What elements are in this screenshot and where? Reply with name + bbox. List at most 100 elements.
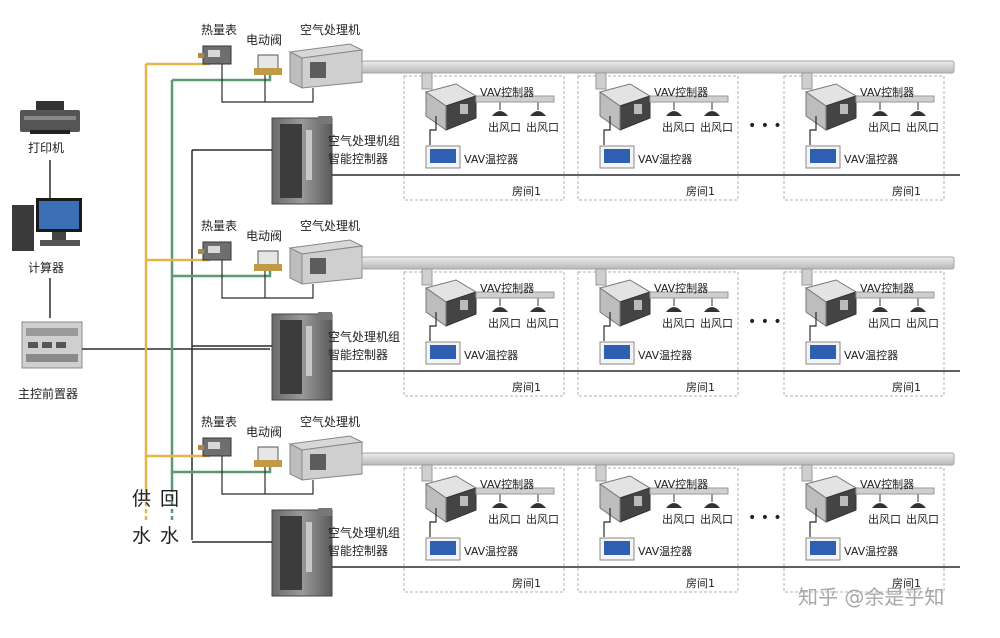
vav-room-1-3: VAV控制器出风口出风口VAV温控器房间1 — [783, 72, 945, 201]
air-outlet-icon — [872, 298, 888, 312]
heat-meter-icon — [198, 241, 232, 261]
electric-valve-label: 电动阀 — [246, 229, 282, 243]
vav-box-icon — [804, 279, 858, 327]
outlet-label: 出风口 — [662, 120, 695, 134]
vav-controller-label: VAV控制器 — [654, 477, 708, 491]
air-outlet-icon — [872, 494, 888, 508]
room-boundary — [403, 467, 565, 593]
outlet-label: 出风口 — [488, 120, 521, 134]
return-label-char2: 水 — [160, 525, 179, 547]
room-boundary — [403, 271, 565, 397]
vav-box-icon — [424, 475, 478, 523]
ahu-label: 空气处理机 — [300, 414, 360, 429]
electric-valve-label: 电动阀 — [246, 33, 282, 47]
vav-room-1-1: VAV控制器出风口出风口VAV温控器房间1 — [403, 72, 565, 201]
ahu-controller-label-line1: 空气处理机组 — [328, 525, 400, 540]
ahu-controller-label-line1: 空气处理机组 — [328, 133, 400, 148]
vav-room-1-2: VAV控制器出风口出风口VAV温控器房间1 — [577, 72, 739, 201]
heat-meter-label: 热量表 — [201, 219, 237, 233]
vav-thermostat-icon — [805, 341, 841, 365]
ahu-controller-cabinet-icon — [271, 508, 333, 597]
outlet-label: 出风口 — [868, 120, 901, 134]
vav-controller-label: VAV控制器 — [860, 281, 914, 295]
vav-controller-label: VAV控制器 — [480, 85, 534, 99]
vav-room-2-1: VAV控制器出风口出风口VAV温控器房间1 — [403, 268, 565, 397]
vav-controller-label: VAV控制器 — [860, 477, 914, 491]
vav-thermostat-icon — [425, 537, 461, 561]
computer-label: 计算器 — [28, 260, 64, 275]
vav-thermostat-icon — [805, 537, 841, 561]
main-air-duct — [361, 60, 955, 74]
air-handling-unit-icon — [288, 435, 364, 481]
vav-room-3-1: VAV控制器出风口出风口VAV温控器房间1 — [403, 464, 565, 593]
air-outlet-icon — [530, 494, 546, 508]
vav-room-3-3: VAV控制器出风口出风口VAV温控器房间1 — [783, 464, 945, 593]
control-wire — [221, 260, 314, 299]
vav-box-icon — [424, 83, 478, 131]
room-boundary — [783, 271, 945, 397]
room-boundary — [403, 75, 565, 201]
room-label: 房间1 — [686, 577, 715, 590]
room-label: 房间1 — [892, 381, 921, 394]
vav-thermostat-label: VAV温控器 — [844, 544, 898, 558]
vav-thermostat-icon — [599, 537, 635, 561]
room-boundary — [577, 271, 739, 397]
control-wire — [221, 456, 314, 495]
main-air-duct — [361, 452, 955, 466]
air-handling-unit-icon — [288, 43, 364, 89]
air-outlet-icon — [910, 494, 926, 508]
thermostat-wire — [429, 508, 437, 537]
vav-box-icon — [598, 279, 652, 327]
outlet-label: 出风口 — [662, 512, 695, 526]
vav-thermostat-label: VAV温控器 — [638, 348, 692, 362]
heat-meter-icon — [198, 45, 232, 65]
more-rooms-ellipsis: • • • — [748, 510, 782, 526]
air-outlet-icon — [530, 102, 546, 116]
vav-thermostat-icon — [599, 341, 635, 365]
ahu-label: 空气处理机 — [300, 22, 360, 37]
vav-thermostat-label: VAV温控器 — [844, 348, 898, 362]
outlet-label: 出风口 — [700, 512, 733, 526]
room-boundary — [783, 75, 945, 201]
thermostat-wire — [809, 312, 817, 341]
outlet-label: 出风口 — [526, 512, 559, 526]
vav-thermostat-label: VAV温控器 — [464, 152, 518, 166]
outlet-label: 出风口 — [662, 316, 695, 330]
room-boundary — [783, 467, 945, 593]
main-air-duct — [361, 256, 955, 270]
electric-valve-label: 电动阀 — [246, 425, 282, 439]
vav-thermostat-icon — [599, 145, 635, 169]
air-outlet-icon — [704, 102, 720, 116]
vav-box-icon — [804, 475, 858, 523]
master-controller-label: 主控前置器 — [18, 386, 78, 401]
outlet-label: 出风口 — [526, 120, 559, 134]
vav-thermostat-label: VAV温控器 — [638, 152, 692, 166]
ahu-label: 空气处理机 — [300, 218, 360, 233]
vav-thermostat-icon — [425, 341, 461, 365]
vav-controller-label: VAV控制器 — [860, 85, 914, 99]
air-outlet-icon — [704, 298, 720, 312]
more-rooms-ellipsis: • • • — [748, 118, 782, 134]
air-outlet-icon — [666, 102, 682, 116]
thermostat-wire — [809, 116, 817, 145]
room-boundary — [577, 75, 739, 201]
supply-label-char1: 供 — [132, 488, 151, 510]
vav-room-2-2: VAV控制器出风口出风口VAV温控器房间1 — [577, 268, 739, 397]
vav-thermostat-label: VAV温控器 — [844, 152, 898, 166]
outlet-label: 出风口 — [906, 512, 939, 526]
outlet-label: 出风口 — [868, 316, 901, 330]
air-outlet-icon — [704, 494, 720, 508]
thermostat-wire — [809, 508, 817, 537]
electric-valve-icon — [254, 54, 282, 75]
printer-icon — [20, 101, 80, 134]
electric-valve-icon — [254, 250, 282, 271]
ahu-controller-label-line2: 智能控制器 — [328, 151, 388, 166]
watermark-text: 知乎 @余是乎知 — [798, 585, 944, 609]
ahu-controller-label-line2: 智能控制器 — [328, 543, 388, 558]
vav-thermostat-label: VAV温控器 — [464, 348, 518, 362]
outlet-label: 出风口 — [526, 316, 559, 330]
ahu-controller-cabinet-icon — [271, 312, 333, 401]
room-label: 房间1 — [512, 381, 541, 394]
